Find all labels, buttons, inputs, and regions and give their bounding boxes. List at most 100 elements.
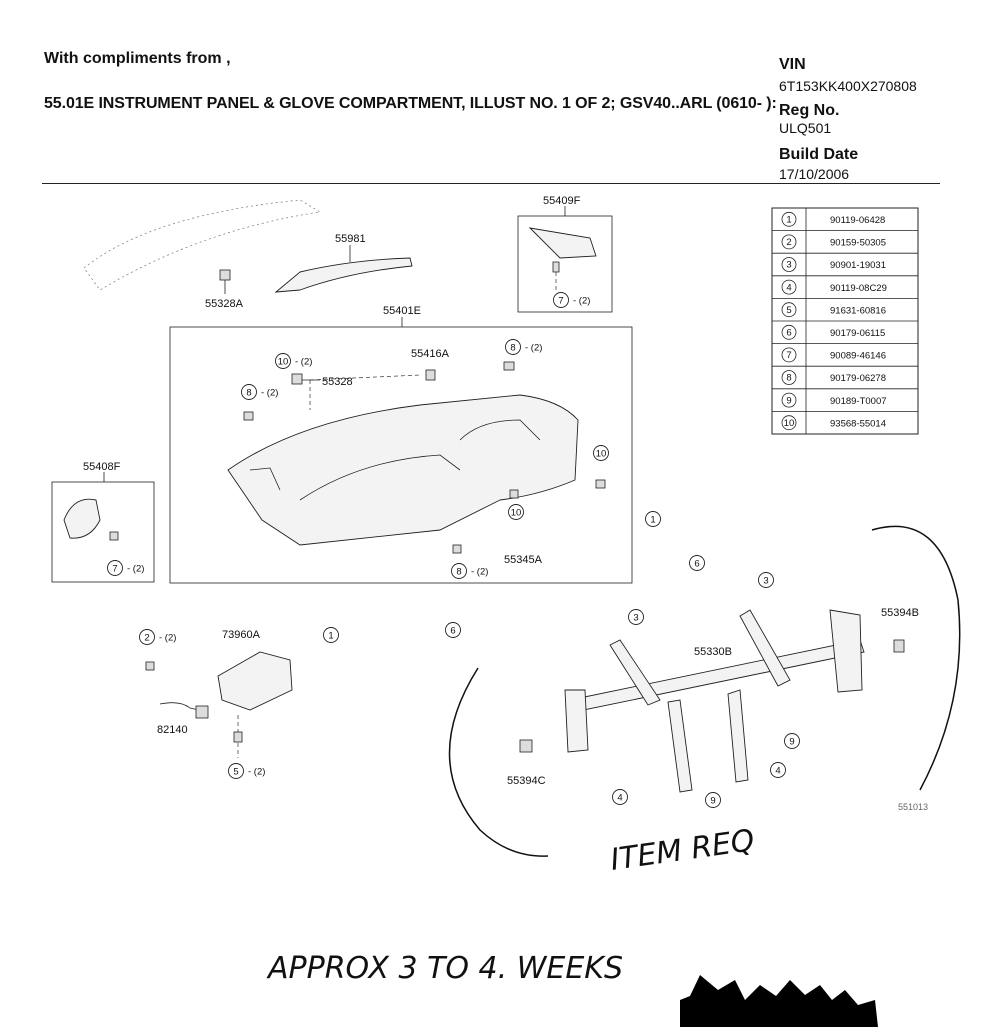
callout-number: 7 <box>112 564 117 575</box>
callout-circle <box>139 629 155 645</box>
callout-number: 4 <box>617 793 622 804</box>
callout-circle <box>770 762 786 778</box>
table-callout-circle <box>781 279 797 295</box>
callout-number: 6 <box>694 559 699 570</box>
page-title: 55.01E INSTRUMENT PANEL & GLOVE COMPARTM… <box>44 95 777 112</box>
callout-number: 8 <box>456 567 461 578</box>
label-55394C: 55394C <box>507 775 546 787</box>
callout-number: 10 <box>511 508 522 519</box>
callout-number: 1 <box>328 631 333 642</box>
table-callout-number: 2 <box>786 237 791 248</box>
table-part-number: 90119-08C29 <box>830 283 887 294</box>
illustration-number: 551013 <box>898 802 928 812</box>
header-divider <box>42 183 940 184</box>
box-55401E <box>169 326 633 584</box>
callout-circle <box>241 384 257 400</box>
table-part-number: 90089-46146 <box>830 351 886 362</box>
callout-number: 4 <box>775 766 780 777</box>
callout-quantity: - (2) <box>525 343 542 354</box>
callout-circle <box>275 353 291 369</box>
callout-quantity: - (2) <box>471 567 488 578</box>
label-82140: 82140 <box>157 724 188 736</box>
table-callout-number: 6 <box>786 328 791 339</box>
callout-number: 3 <box>633 613 638 624</box>
table-part-number: 90159-50305 <box>830 238 886 249</box>
callout-number: 2 <box>144 633 149 644</box>
callout-circle <box>553 292 569 308</box>
handwritten-arc-left <box>448 667 549 857</box>
label-55408F: 55408F <box>83 461 121 473</box>
table-callout-circle <box>781 211 797 227</box>
callout-number: 3 <box>763 576 768 587</box>
callout-circle <box>445 622 461 638</box>
part-82140-harness <box>159 702 209 713</box>
callout-circle <box>228 763 244 779</box>
callout-quantity: - (2) <box>248 767 265 778</box>
callout-circle <box>628 609 644 625</box>
table-callout-number: 4 <box>786 282 791 293</box>
label-55409F: 55409F <box>543 195 581 207</box>
callout-circle <box>758 572 774 588</box>
callout-quantity: - (2) <box>573 296 590 307</box>
part-55328A-clip <box>219 269 231 281</box>
handwritten-approx-weeks: APPROX 3 TO 4. WEEKS <box>266 951 623 986</box>
callout-number: 5 <box>233 767 238 778</box>
table-part-number: 93568-55014 <box>830 418 886 429</box>
label-55330B: 55330B <box>694 646 732 658</box>
label-55416A: 55416A <box>411 348 450 360</box>
table-callout-number: 7 <box>786 350 791 361</box>
rego-value: ULQ501 <box>779 120 832 136</box>
handwritten-item-req: ITEM REQ <box>608 823 756 878</box>
callout-circle <box>323 627 339 643</box>
table-callout-circle <box>781 415 797 431</box>
part-55401E-instrument-panel <box>227 394 579 546</box>
callout-circle <box>612 789 628 805</box>
callout-circle <box>505 339 521 355</box>
label-55328A: 55328A <box>205 298 244 310</box>
table-callout-number: 9 <box>786 395 791 406</box>
table-callout-number: 1 <box>786 215 791 226</box>
table-callout-number: 5 <box>786 305 791 316</box>
callout-quantity: - (2) <box>127 564 144 575</box>
callout-circle <box>645 511 661 527</box>
table-part-number: 90179-06278 <box>830 373 886 384</box>
label-55394B: 55394B <box>881 607 919 619</box>
callout-quantity: - (2) <box>261 388 278 399</box>
part-55981 <box>274 257 413 293</box>
callout-number: 10 <box>278 357 289 368</box>
table-part-number: 90119-06428 <box>830 215 885 226</box>
build-date-label: Build Date <box>779 146 859 163</box>
table-callout-circle <box>781 234 797 250</box>
callout-number: 7 <box>558 296 563 307</box>
rego-label: Reg No. <box>779 102 840 119</box>
callout-number: 8 <box>510 343 515 354</box>
table-part-number: 91631-60816 <box>830 305 886 316</box>
label-55981: 55981 <box>335 233 366 245</box>
build-date-value: 17/10/2006 <box>779 166 850 182</box>
box-55408F <box>51 481 155 583</box>
label-55401E: 55401E <box>383 305 421 317</box>
callout-number: 9 <box>789 737 794 748</box>
vin-label: VIN <box>779 56 806 73</box>
label-55328: 55328 <box>322 376 353 388</box>
table-callout-circle <box>781 257 797 272</box>
table-part-number: 90189-T0007 <box>830 396 887 407</box>
table-callout-circle <box>781 370 797 385</box>
gear-logo <box>680 975 878 1027</box>
part-55409F-cover <box>528 227 597 259</box>
table-part-number: 90179-06115 <box>830 328 885 339</box>
label-73960A: 73960A <box>222 629 261 641</box>
part-dash-top-outline <box>83 199 322 291</box>
part-55408F-cover <box>63 498 101 539</box>
callout-quantity: - (2) <box>295 357 312 368</box>
callout-number: 8 <box>246 388 251 399</box>
vin-value: 6T153KK400X270808 <box>779 78 917 94</box>
compliments-text: With compliments from , <box>44 50 231 67</box>
callout-number: 9 <box>710 796 715 807</box>
callout-circle <box>784 733 800 749</box>
callout-quantity: - (2) <box>159 633 176 644</box>
callout-circle <box>689 555 705 571</box>
table-callout-number: 8 <box>786 373 791 384</box>
